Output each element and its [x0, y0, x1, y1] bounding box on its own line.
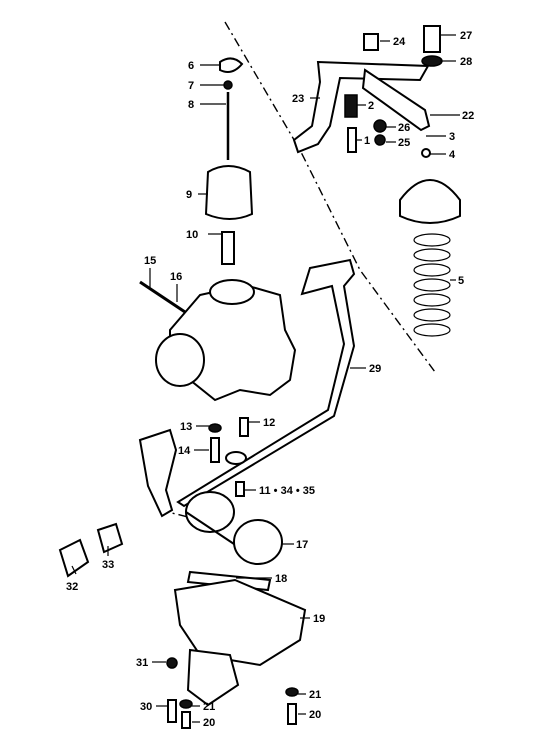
callout-8: 8	[188, 99, 194, 111]
callout-31: 31	[136, 657, 148, 669]
callout-14: 14	[178, 445, 191, 457]
throttle-slide-part	[204, 165, 254, 220]
callout-4: 4	[449, 149, 456, 161]
float-left-part	[185, 491, 235, 533]
pilot-screw-part	[139, 280, 186, 314]
section-divider-line	[224, 21, 436, 373]
bushing-part	[96, 522, 124, 554]
screw-bottom-right-part	[287, 703, 297, 725]
collar-part	[208, 423, 222, 433]
seal-part	[374, 134, 386, 146]
callout-25: 25	[398, 137, 410, 149]
washer-part	[223, 80, 233, 90]
callout-13: 13	[180, 421, 192, 433]
o-ring-bottom-part	[166, 657, 178, 669]
callout-3: 3	[449, 131, 455, 143]
callout-18: 18	[275, 573, 287, 585]
callout-32: 32	[66, 581, 78, 593]
lever-arm-part	[361, 68, 431, 132]
jet-part	[239, 417, 249, 437]
callout-11-34-35: 11 • 34 • 35	[259, 485, 315, 497]
callout-17: 17	[296, 539, 308, 551]
callout-labels: 6 7 8 9 10 15 16 24 27 28 23 2 22 26 3 1…	[66, 30, 474, 729]
bolt-part	[363, 33, 379, 51]
spring-coil-part	[413, 233, 451, 337]
callout-23: 23	[292, 93, 304, 105]
intake-bore-part	[155, 333, 205, 387]
callout-19: 19	[313, 613, 325, 625]
callout-30: 30	[140, 701, 152, 713]
washer-small-part	[225, 451, 247, 465]
cap-part	[58, 538, 90, 578]
callout-20-left: 20	[203, 717, 215, 729]
callout-28: 28	[460, 56, 472, 68]
float-right-part	[233, 519, 283, 565]
callout-22: 22	[462, 110, 474, 122]
bowl-drain-part	[186, 648, 240, 707]
callout-21-right: 21	[309, 689, 321, 701]
callout-15: 15	[144, 255, 156, 267]
bolt-bottom-left-part	[167, 699, 177, 723]
pin-part	[210, 437, 220, 463]
lever-bracket-part	[292, 60, 430, 154]
callout-9: 9	[186, 189, 192, 201]
float-bridge-part	[185, 511, 235, 545]
callout-12: 12	[263, 417, 275, 429]
ring-part	[421, 148, 431, 158]
screw-small-part	[235, 481, 245, 497]
float-bowl-part	[173, 578, 307, 667]
callout-10: 10	[186, 229, 198, 241]
callout-6: 6	[188, 60, 194, 72]
callout-20-right: 20	[309, 709, 321, 721]
slide-bore-part	[209, 279, 255, 305]
washer-bottom-right-part	[285, 687, 299, 697]
o-ring-part	[421, 55, 443, 67]
callout-5: 5	[458, 275, 464, 287]
spring-part	[344, 94, 358, 118]
clip-part	[219, 57, 244, 73]
callout-33: 33	[102, 559, 114, 571]
callout-1: 1	[364, 135, 370, 147]
callout-26: 26	[398, 122, 410, 134]
lever-plate-part	[138, 428, 178, 518]
diaphragm-cap-part	[399, 179, 461, 224]
callout-27: 27	[460, 30, 472, 42]
screw-part	[347, 127, 357, 153]
callout-7: 7	[188, 80, 194, 92]
throttle-link-rod-part	[176, 258, 356, 508]
screw-bottom-left-part	[181, 711, 191, 729]
leader-lines	[71, 34, 460, 723]
callout-21-left: 21	[203, 701, 215, 713]
callout-16: 16	[170, 271, 182, 283]
washer-bottom-left-part	[179, 699, 193, 709]
callout-24: 24	[393, 36, 406, 48]
adjuster-screw-part	[423, 25, 441, 53]
callout-2: 2	[368, 100, 374, 112]
callout-29: 29	[369, 363, 381, 375]
stopper-part	[221, 231, 235, 265]
nut-part	[373, 119, 387, 133]
